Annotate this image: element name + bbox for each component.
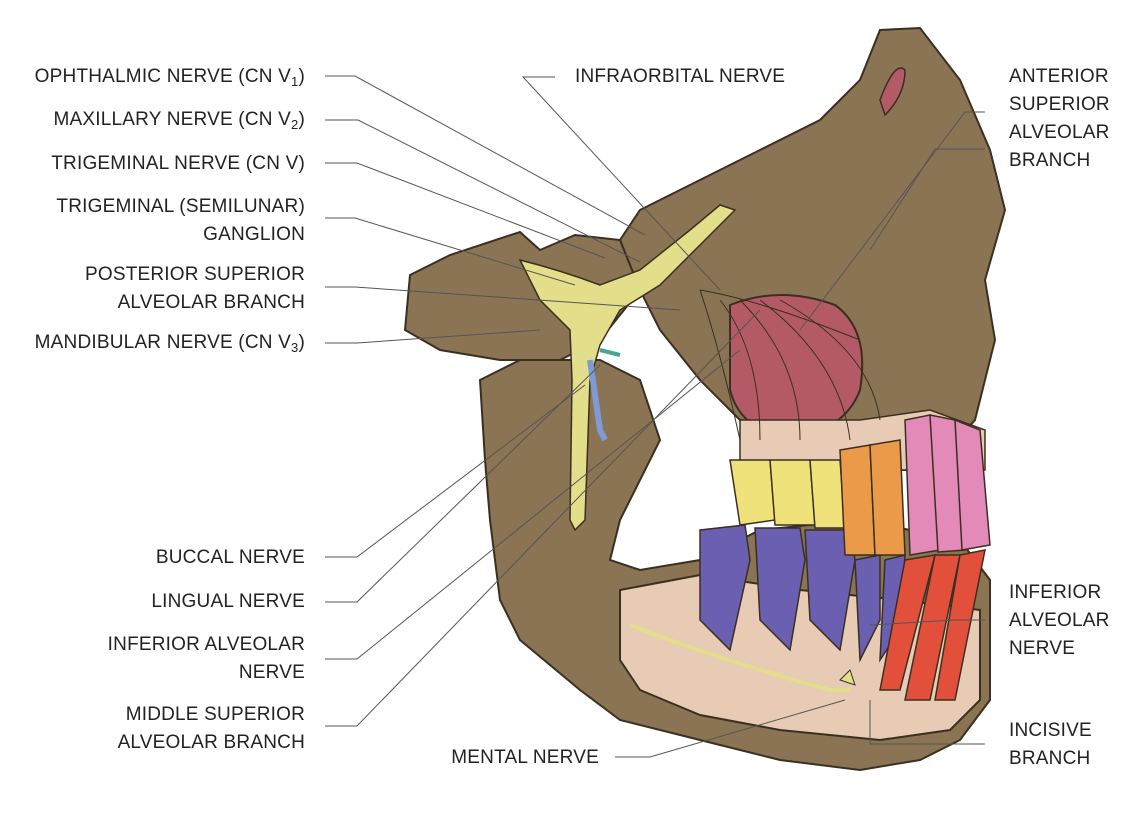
- label-posterior-superior-alveolar: POSTERIOR SUPERIOR ALVEOLAR BRANCH: [85, 261, 305, 317]
- label-maxillary-tail: ): [298, 109, 305, 130]
- molar-crowns: [729, 459, 846, 529]
- inferior-alveolar-canal: [629, 623, 850, 692]
- maxillary-plexus: [699, 289, 881, 441]
- label-incisive-line1: INCISIVE: [1009, 720, 1092, 741]
- label-middle-superior-alveolar: MIDDLE SUPERIOR ALVEOLAR BRANCH: [118, 701, 305, 757]
- label-trigeminal-text: TRIGEMINAL NERVE (CN V): [51, 153, 305, 174]
- label-ian-right-line2: ALVEOLAR: [1009, 610, 1110, 631]
- label-asa-line2: SUPERIOR: [1009, 94, 1110, 115]
- label-ophthalmic-nerve: OPHTHALMIC NERVE (CN V1): [35, 63, 305, 96]
- label-incisive-branch: INCISIVE BRANCH: [1009, 717, 1092, 773]
- label-psa-line1: POSTERIOR SUPERIOR: [84, 264, 305, 285]
- label-msa-line2: ALVEOLAR BRANCH: [117, 732, 305, 753]
- label-mandibular-nerve: MANDIBULAR NERVE (CN V3): [35, 329, 305, 362]
- label-infraorbital-text: INFRAORBITAL NERVE: [575, 66, 786, 87]
- label-buccal-nerve: BUCCAL NERVE: [156, 544, 305, 572]
- label-mental-text: MENTAL NERVE: [451, 747, 599, 768]
- label-ian-right-line3: NERVE: [1009, 638, 1076, 659]
- label-ian-left-line2: NERVE: [238, 662, 305, 683]
- leader-lines: [325, 75, 985, 758]
- label-asa-line3: ALVEOLAR: [1009, 122, 1110, 143]
- label-ophthalmic-sub: 1: [291, 74, 299, 89]
- label-trigeminal-ganglion: TRIGEMINAL (SEMILUNAR) GANGLION: [56, 193, 305, 249]
- label-mandibular-text: MANDIBULAR NERVE (CN V: [34, 332, 292, 353]
- label-lingual-text: LINGUAL NERVE: [151, 591, 305, 612]
- label-psa-line2: ALVEOLAR BRANCH: [117, 292, 305, 313]
- incisors-upper: [904, 414, 991, 556]
- label-ophthalmic-text: OPHTHALMIC NERVE (CN V: [34, 66, 292, 87]
- label-infraorbital-nerve: INFRAORBITAL NERVE: [575, 63, 785, 91]
- premolars: [839, 439, 906, 556]
- label-asa-line4: BRANCH: [1009, 150, 1091, 171]
- label-maxillary-text: MAXILLARY NERVE (CN V: [53, 109, 292, 130]
- label-inferior-alveolar-left: INFERIOR ALVEOLAR NERVE: [108, 631, 305, 687]
- label-asa-line1: ANTERIOR: [1009, 66, 1109, 87]
- label-anterior-superior-alveolar: ANTERIOR SUPERIOR ALVEOLAR BRANCH: [1009, 63, 1110, 175]
- orbit-opening: [879, 67, 906, 117]
- label-ian-left-line1: INFERIOR ALVEOLAR: [107, 634, 305, 655]
- mental-foramen-nerve: [839, 669, 856, 686]
- label-mental-nerve: MENTAL NERVE: [451, 744, 599, 772]
- label-ganglion-line1: TRIGEMINAL (SEMILUNAR): [56, 196, 305, 217]
- trigeminal-nerve: [518, 204, 737, 532]
- vessel-teal: [599, 348, 621, 357]
- label-maxillary-nerve: MAXILLARY NERVE (CN V2): [53, 106, 305, 139]
- label-ganglion-line2: GANGLION: [203, 224, 305, 245]
- vessel-vein: [587, 359, 608, 442]
- label-maxillary-sub: 2: [291, 117, 299, 132]
- label-inferior-alveolar-right: INFERIOR ALVEOLAR NERVE: [1009, 579, 1110, 663]
- label-buccal-text: BUCCAL NERVE: [155, 547, 305, 568]
- label-msa-line1: MIDDLE SUPERIOR: [125, 704, 305, 725]
- label-incisive-line2: BRANCH: [1009, 748, 1091, 769]
- label-ophthalmic-tail: ): [298, 66, 305, 87]
- label-lingual-nerve: LINGUAL NERVE: [151, 588, 305, 616]
- label-mandibular-tail: ): [298, 332, 305, 353]
- label-ian-right-line1: INFERIOR: [1009, 582, 1102, 603]
- label-trigeminal-nerve: TRIGEMINAL NERVE (CN V): [51, 150, 305, 178]
- label-mandibular-sub: 3: [291, 340, 299, 355]
